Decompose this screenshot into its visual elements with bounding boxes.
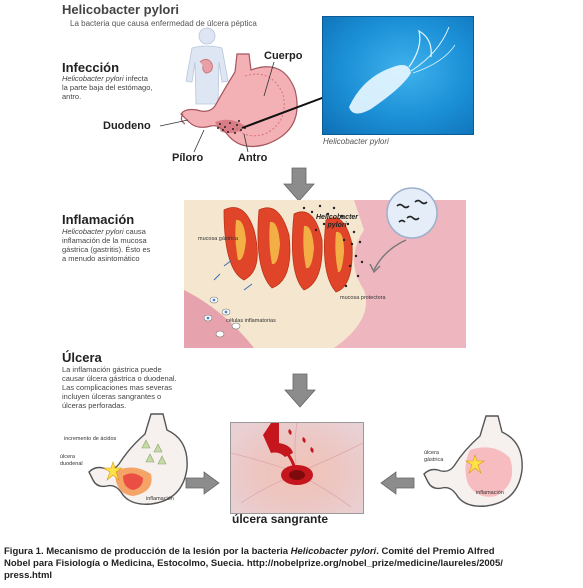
piloro-pointer [193,129,205,153]
caption-part1: Figura 1. Mecanismo de producción de la … [4,546,291,557]
label-bleeding-ulcer: úlcera sangrante [232,512,329,526]
label-mucosa-protectora: mucosa protectora [340,295,386,301]
infection-text-line2: la parte baja del estómago, [62,83,153,92]
label-duodenal-ulcer: úlcera duodenal [60,454,83,468]
label-cuerpo: Cuerpo [264,50,303,62]
label-gastric-line1: úlcera [424,450,439,456]
inflammation-text-line1: causa [123,227,146,236]
label-gastric-line2: gástrica [424,457,444,463]
caption-part2: . Comité del Premio Alfred [376,546,495,557]
label-antro: Antro [238,152,268,164]
inflammation-heading: Inflamación [62,212,135,227]
ulcer-text-line4: incluyen úlceras sangrantes o [62,392,162,401]
infection-text-line3: antro. [62,92,82,101]
infection-heading: Infección [62,60,120,75]
inflammation-text-line3: gástrica (gastritis). Ésto es [62,245,151,254]
ulcer-text: La inflamación gástrica puede causar úlc… [62,365,227,410]
label-inflammation-right: inflamación [476,490,504,496]
bacteria-micrograph [322,16,474,135]
diagram-subtitle: La bacteria que causa enfermedad de úlce… [70,19,257,28]
stomach-duodenal-ulcer [88,413,188,505]
label-helicobacter-line1: Helicobacter [316,214,359,221]
figure-caption: Figura 1. Mecanismo de producción de la … [4,546,582,582]
caption-line3: press.html [4,570,53,581]
label-gastric-ulcer: úlcera gástrica [424,450,443,464]
label-acid-increase: incremento de ácidos [64,436,117,442]
label-duodenal-line2: duodenal [60,461,83,467]
duodeno-pointer [159,119,189,127]
ulcer-heading: Úlcera [62,350,102,365]
down-arrow-1 [283,167,315,202]
human-body-illustration [185,27,229,105]
label-helicobacter-line2: pylori [327,222,347,229]
left-arrow [380,471,415,495]
micrograph-caption: Helicobacter pylori [323,137,389,146]
inflammation-text-italic: Helicobacter pylori [62,227,124,236]
ulcer-text-line5: úlceras perforadas. [62,401,127,410]
infection-text-line1: infecta [123,74,148,83]
label-helicobacter-pylori: Helicobacter pylori [316,214,358,230]
caption-italic: Helicobacter pylori [290,546,377,557]
ulcer-text-line2: causar úlcera gástrica o duodenal. [62,374,177,383]
infection-text: Helicobacter pylori infecta la parte baj… [62,74,192,101]
magnifier-bacteria [386,187,438,239]
bacterium-shape [349,26,456,114]
ulcer-text-line3: Las complicaciones mas severas [62,383,173,392]
right-arrow [185,471,220,495]
label-piloro: Píloro [172,152,204,164]
stomach-illustration [180,53,298,147]
acid-drops [141,439,167,465]
label-mucosa-gastrica: mucosa gástrica [198,236,239,242]
bleeding-ulcer-illustration [231,423,363,508]
infection-text-italic: Helicobacter pylori [62,74,124,83]
duodenal-ulcer-burst [103,461,123,481]
ulcer-text-line1: La inflamación gástrica puede [62,365,162,374]
label-duodenal-line1: úlcera [60,454,75,460]
label-duodeno: Duodeno [103,120,151,132]
inflammation-text-line2: inflamación de la mucosa [62,236,147,245]
label-celulas-inflamatorias: células inflamatorias [226,318,276,324]
cuerpo-pointer [263,61,275,97]
bleeding-ulcer-panel [230,422,364,514]
antro-pointer [243,133,249,153]
label-inflammation-left: inflamación [146,496,174,502]
diagram-title: Helicobacter pylori [62,2,180,17]
gastric-ulcer-burst [465,454,485,474]
caption-line2: Nobel para Fisiología o Medicina, Estoco… [4,558,503,569]
down-arrow-2 [284,373,316,408]
inflammation-text: Helicobacter pylori causa inflamación de… [62,227,187,263]
inflammation-text-line4: a menudo asintomático [62,254,140,263]
